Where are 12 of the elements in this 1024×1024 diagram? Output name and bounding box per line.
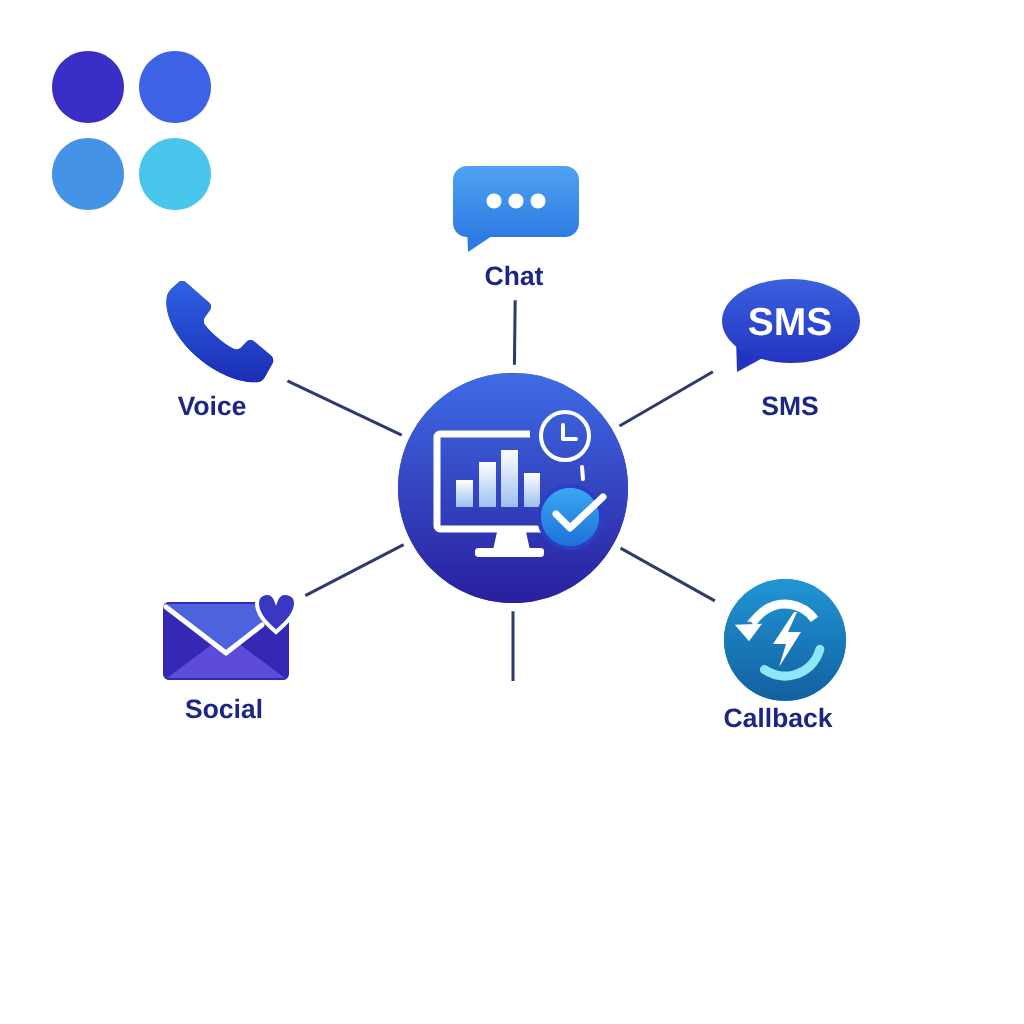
connector-line	[619, 546, 716, 603]
connector-line	[286, 379, 403, 437]
channel-label: SMS	[762, 396, 818, 416]
connector-line	[512, 300, 517, 365]
channel-label: Chat	[485, 265, 544, 286]
connector-line	[304, 543, 405, 597]
channel-label: Social	[185, 698, 262, 719]
connector-line	[618, 370, 714, 428]
channel-label: Callback	[724, 707, 833, 728]
speech-bubble: SMS	[722, 279, 860, 372]
connector-line	[511, 611, 515, 681]
channel-label: Voice	[177, 395, 246, 416]
